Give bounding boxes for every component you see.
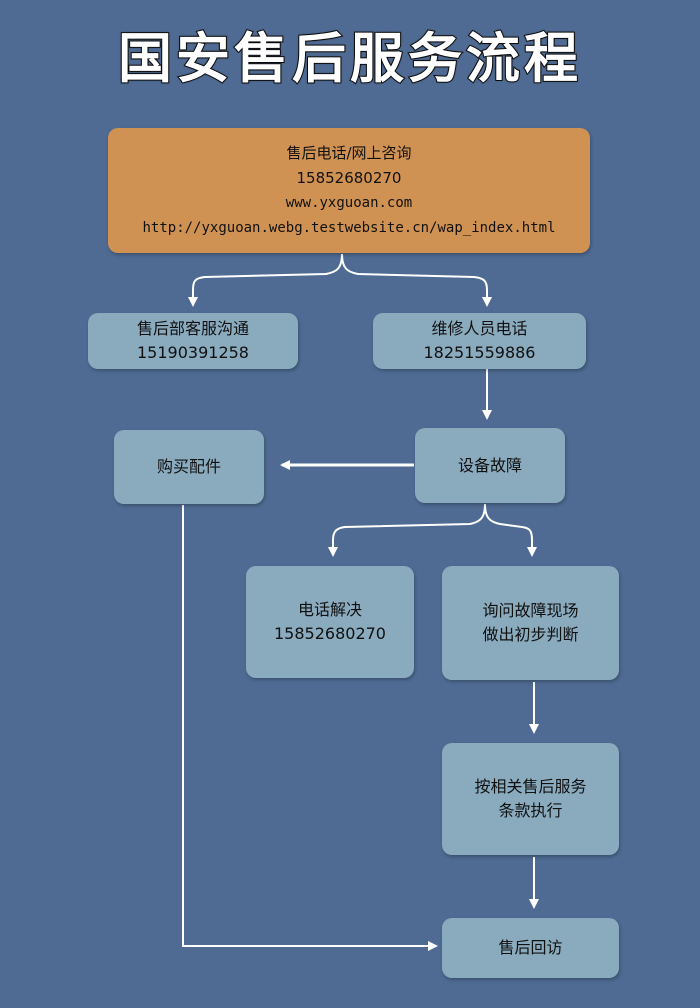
node-repair-phone-title: 维修人员电话: [431, 319, 528, 338]
node-phone-solve: 电话解决 15852680270: [246, 566, 414, 678]
node-terms-line2: 条款执行: [498, 801, 563, 820]
node-repair-phone-number: 18251559886: [423, 343, 536, 362]
node-device-fault: 设备故障: [415, 428, 565, 503]
node-inquire-line1: 询问故障现场: [482, 601, 579, 620]
node-hotline-url: http://yxguoan.webg.testwebsite.cn/wap_i…: [142, 219, 556, 236]
node-hotline-phone: 15852680270: [296, 168, 402, 187]
node-phone-solve-title: 电话解决: [297, 600, 362, 619]
split-connector-top-right: [341, 253, 492, 307]
node-terms-line1: 按相关售后服务: [474, 777, 587, 796]
node-buy-parts: 购买配件: [114, 430, 264, 504]
split-connector-middle-right: [484, 503, 537, 557]
node-customer-service: 售后部客服沟通 15190391258: [88, 313, 298, 369]
node-inquire-line2: 做出初步判断: [482, 625, 579, 644]
node-followup: 售后回访: [442, 918, 619, 978]
node-repair-phone: 维修人员电话 18251559886: [373, 313, 586, 369]
node-hotline-website: www.yxguoan.com: [285, 194, 413, 211]
node-followup-title: 售后回访: [498, 938, 563, 957]
split-connector-middle: [328, 503, 486, 557]
node-buy-parts-title: 购买配件: [156, 457, 221, 476]
node-hotline: 售后电话/网上咨询 15852680270 www.yxguoan.com ht…: [108, 128, 590, 253]
arrow-parts-to-followup: [182, 505, 438, 951]
node-device-fault-title: 设备故障: [457, 455, 522, 475]
node-customer-service-title: 售后部客服沟通: [136, 319, 249, 338]
node-customer-service-phone: 15190391258: [137, 343, 249, 362]
node-terms: 按相关售后服务 条款执行: [442, 743, 619, 855]
node-inquire: 询问故障现场 做出初步判断: [442, 566, 619, 680]
split-connector-top: [188, 253, 343, 307]
node-hotline-title: 售后电话/网上咨询: [286, 143, 412, 162]
node-phone-solve-phone: 15852680270: [274, 624, 386, 643]
page-title: 国安售后服务流程: [117, 26, 582, 91]
